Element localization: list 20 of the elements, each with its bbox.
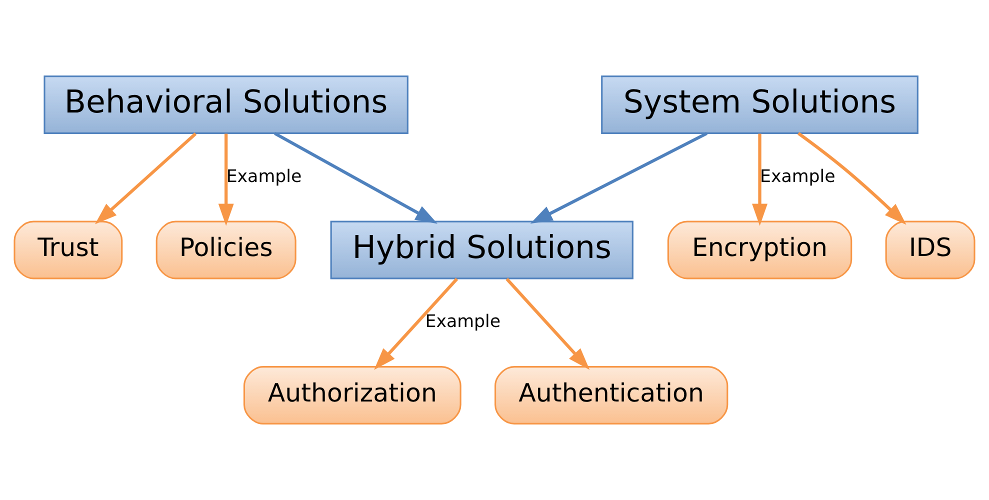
arrow: [530, 132, 708, 224]
arrow: [506, 278, 590, 370]
node-box: Encryption: [667, 220, 852, 280]
node-box: Policies: [156, 220, 296, 280]
arrow: [374, 278, 458, 370]
node-box: Behavioral Solutions: [44, 76, 408, 134]
arrow: [797, 132, 906, 225]
arrow: [94, 132, 197, 224]
node-box: Hybrid Solutions: [330, 220, 634, 280]
arrow: [274, 132, 438, 224]
edge-label: Example: [226, 166, 302, 187]
node-box: System Solutions: [601, 76, 918, 134]
node-box: Authentication: [494, 366, 728, 424]
edge-label: Example: [425, 312, 501, 332]
node-box: IDS: [885, 220, 976, 280]
arrow: [752, 134, 768, 226]
node-box: Authorization: [243, 366, 462, 424]
arrow: [218, 134, 234, 226]
node-box: Trust: [14, 220, 123, 280]
edge-label: Example: [760, 166, 836, 187]
